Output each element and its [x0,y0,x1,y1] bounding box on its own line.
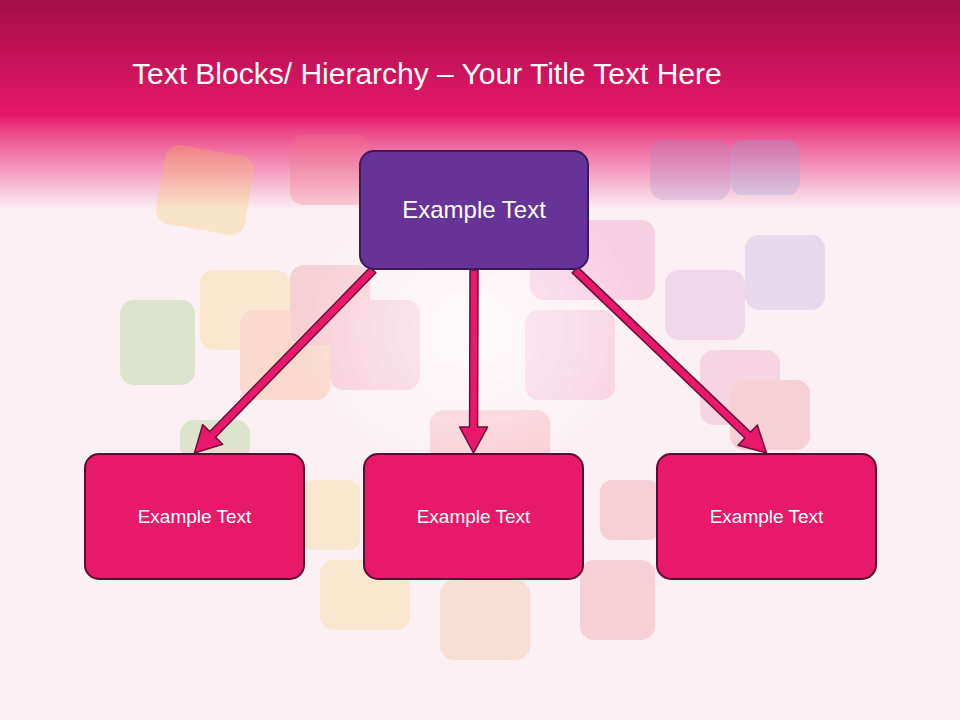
box-text: Example Text [417,506,531,528]
child-box: Example Text [363,453,584,580]
arrow-connector [195,267,376,453]
box-text: Example Text [710,506,824,528]
decor-squares [120,135,825,660]
child-box: Example Text [84,453,305,580]
child-box: Example Text [656,453,877,580]
arrow-connector [460,270,488,453]
top-box: Example Text [359,150,589,270]
slide-title: Text Blocks/ Hierarchy – Your Title Text… [132,57,722,91]
box-text: Example Text [138,506,252,528]
arrow-connector [572,267,766,453]
box-text: Example Text [402,196,546,224]
